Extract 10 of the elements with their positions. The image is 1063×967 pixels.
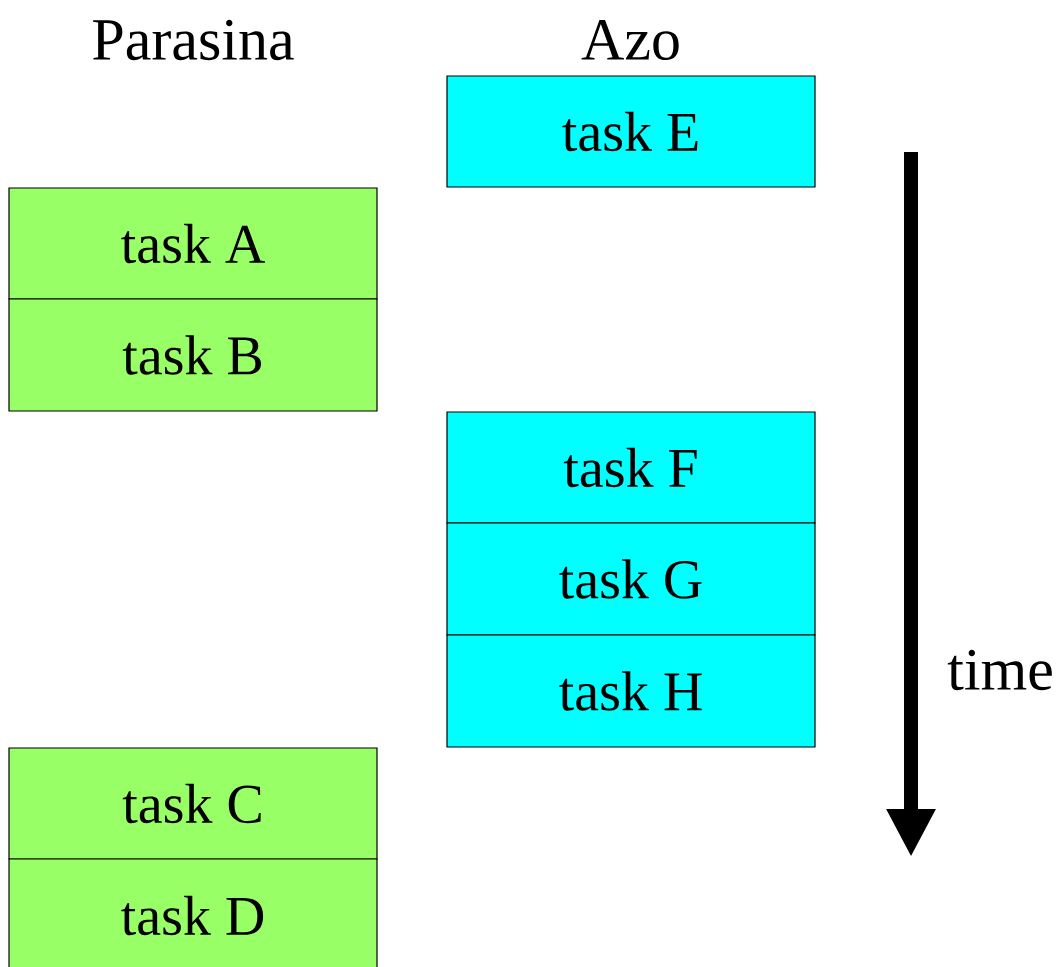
task-box: task E bbox=[446, 75, 816, 188]
task-box: task F bbox=[446, 411, 816, 524]
task-box: task G bbox=[446, 522, 816, 636]
axis-label: time bbox=[947, 649, 1052, 691]
column-heading: Parasina bbox=[93, 19, 294, 61]
task-box: task A bbox=[8, 187, 378, 300]
task-box: task H bbox=[446, 634, 816, 748]
task-box: task D bbox=[8, 858, 378, 967]
task-box: task B bbox=[8, 298, 378, 412]
task-box: task C bbox=[8, 747, 378, 860]
